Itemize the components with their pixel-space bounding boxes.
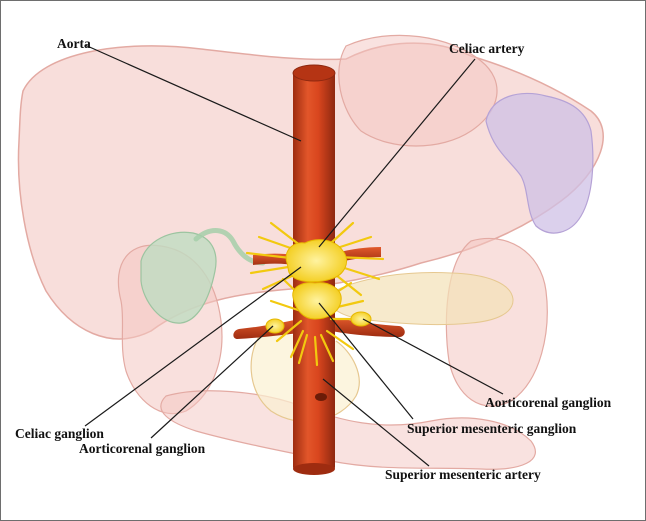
aorticorenal-ganglion-left-mass (266, 319, 284, 333)
aorta-top-opening (293, 65, 335, 81)
label-aorta: Aorta (57, 36, 91, 52)
sma-opening (315, 393, 327, 401)
label-celiac-ganglion: Celiac ganglion (15, 426, 104, 442)
label-celiac-artery: Celiac artery (449, 41, 524, 57)
celiac-ganglion-mass (286, 240, 346, 282)
aorticorenal-ganglion-right-mass (351, 312, 371, 326)
label-superior-mesenteric-artery: Superior mesenteric artery (385, 467, 541, 483)
label-aorticorenal-ganglion-left: Aorticorenal ganglion (79, 441, 205, 457)
label-superior-mesenteric-ganglion: Superior mesenteric ganglion (407, 421, 576, 437)
aorta-bottom-end (293, 463, 335, 475)
label-aorticorenal-ganglion-right: Aorticorenal ganglion (485, 395, 611, 411)
